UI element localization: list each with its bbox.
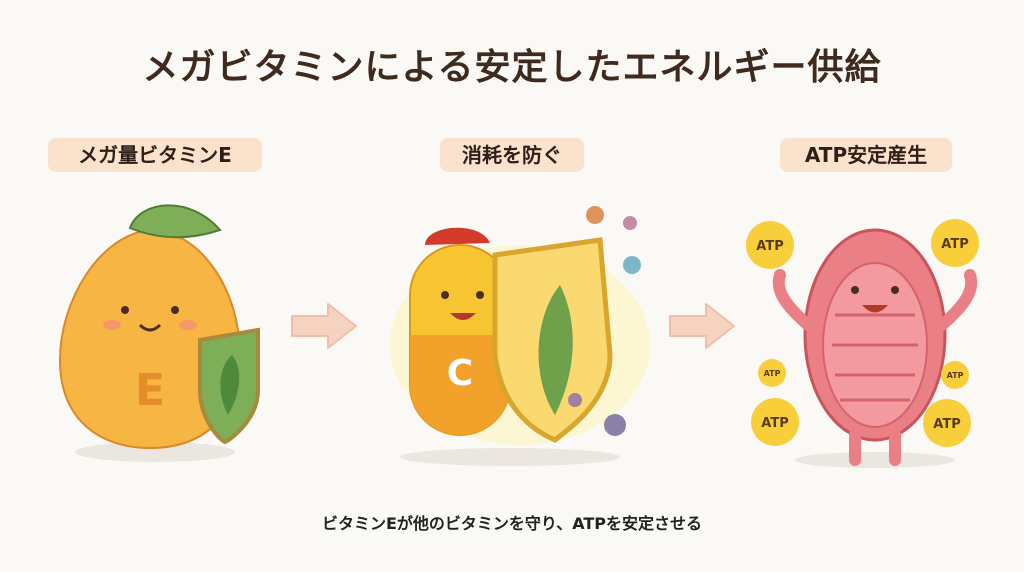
caption: ビタミンEが他のビタミンを守り、ATPを安定させる: [321, 514, 703, 533]
mitochondria-atp-illustration: ATP ATP ATP ATP ATP ATP: [746, 219, 979, 468]
step-label-atp-production: ATP安定産生: [780, 138, 952, 172]
atp-badge: ATP: [756, 239, 783, 254]
vitamin-c-capsule-shield-illustration: C: [390, 206, 650, 466]
page-title: メガビタミンによる安定したエネルギー供給: [142, 47, 882, 88]
atp-badge: ATP: [764, 369, 781, 378]
atp-badge: ATP: [933, 417, 960, 432]
step-label-vitamin-e: メガ量ビタミンE: [48, 138, 262, 172]
vitamin-e-letter: E: [135, 365, 165, 416]
step-label-prevent-depletion: 消耗を防ぐ: [440, 138, 584, 172]
atp-badge: ATP: [947, 371, 964, 380]
atp-badge: ATP: [941, 237, 968, 252]
arrow-right-icon: [291, 303, 357, 349]
atp-badges: ATP ATP ATP ATP ATP ATP: [746, 219, 979, 447]
arrow-right-icon: [669, 303, 735, 349]
vitamin-c-letter: C: [447, 353, 473, 394]
vitamin-e-mango-illustration: E: [58, 204, 260, 462]
atp-badge: ATP: [761, 416, 788, 431]
